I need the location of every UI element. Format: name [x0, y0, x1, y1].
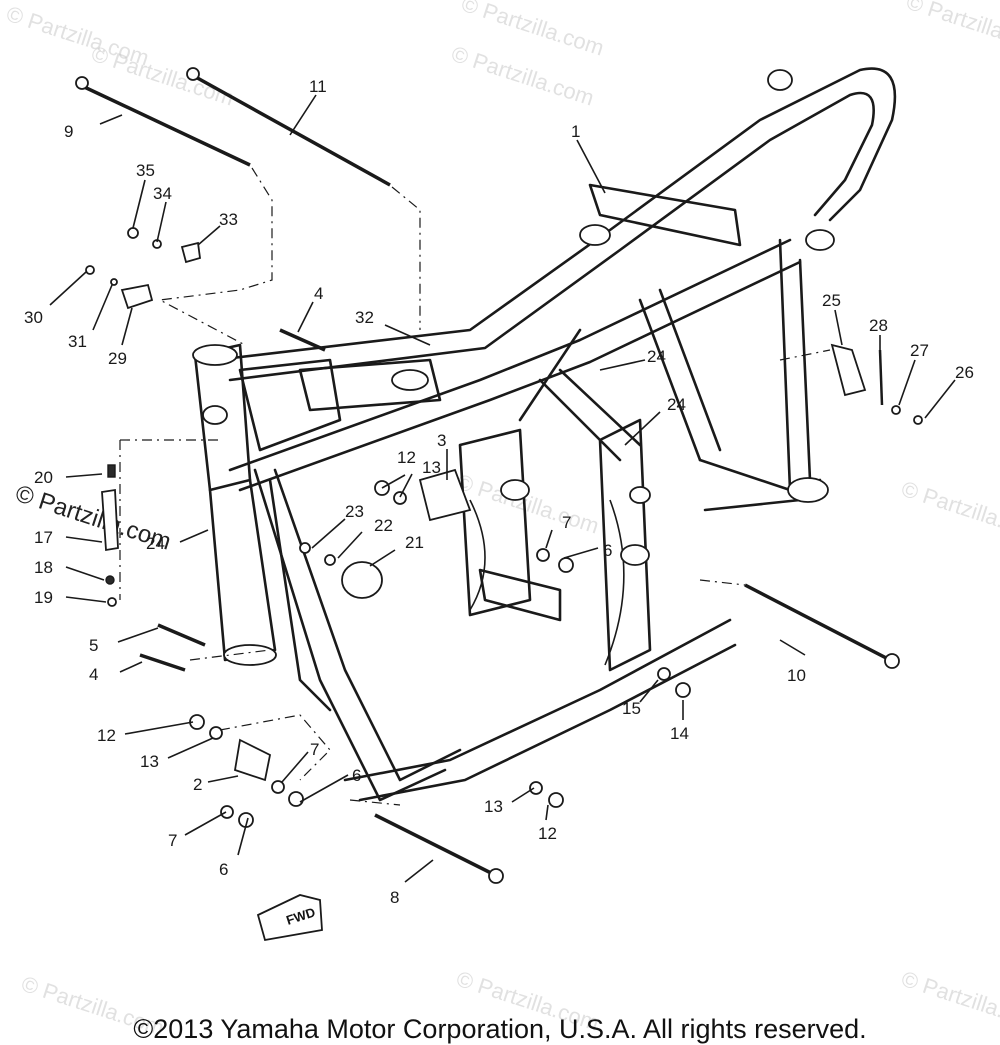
watermark: © Partzilla.com [898, 476, 1000, 546]
callout-label: 14 [670, 724, 689, 743]
callout-label: 11 [309, 77, 327, 96]
callout-label: 28 [869, 316, 888, 335]
callout-label: 5 [89, 636, 98, 655]
callout-label: 15 [622, 699, 641, 718]
callout-label: 7 [168, 831, 177, 850]
callout-label: 12 [538, 824, 557, 843]
watermark: © Partzilla.com [453, 469, 602, 539]
callout-label: 8 [390, 888, 399, 907]
callout-label: 10 [787, 666, 806, 685]
callout-label: 24 [146, 534, 165, 553]
callout-label: 4 [314, 284, 323, 303]
callout-label: 18 [34, 558, 53, 577]
callout-label: 19 [34, 588, 53, 607]
callout-label: 24 [647, 347, 666, 366]
callout-label: 12 [97, 726, 116, 745]
callout-label: 33 [219, 210, 238, 229]
callout-label: 2 [193, 775, 202, 794]
callout-label: 32 [355, 308, 374, 327]
callout-label: 9 [64, 122, 73, 141]
callout-label: 29 [108, 349, 127, 368]
callout-label: 20 [34, 468, 53, 487]
callout-label: 7 [310, 740, 319, 759]
callout-label: 6 [603, 541, 612, 560]
callout-label: 30 [24, 308, 43, 327]
callout-label: 21 [405, 533, 424, 552]
hardware-parts [75, 67, 923, 884]
callout-label: 22 [374, 516, 393, 535]
callout-label: 31 [68, 332, 87, 351]
watermark: © Partzilla.com [903, 0, 1000, 59]
assembly-lines [119, 167, 831, 806]
callout-label: 17 [34, 528, 53, 547]
copyright-notice: ©2013 Yamaha Motor Corporation, U.S.A. A… [133, 1014, 867, 1044]
callout-label: 3 [437, 431, 446, 450]
callout-label: 13 [422, 458, 441, 477]
callout-label: 26 [955, 363, 974, 382]
callout-label: 35 [136, 161, 155, 180]
callout-label: 25 [822, 291, 841, 310]
callout-label: 7 [562, 513, 571, 532]
callout-label: 1 [571, 122, 580, 141]
callout-label: 23 [345, 502, 364, 521]
callout-label: 6 [219, 860, 228, 879]
callout-label: 13 [484, 797, 503, 816]
callout-label: 6 [352, 766, 361, 785]
callout-label: 27 [910, 341, 929, 360]
callout-labels: 1 2 3 4 4 5 6 6 6 7 7 7 8 9 10 11 12 12 … [24, 77, 974, 907]
callout-label: 13 [140, 752, 159, 771]
motorcycle-frame: FWD [192, 67, 897, 942]
leader-lines [49, 94, 956, 883]
callout-label: 12 [397, 448, 416, 467]
callout-label: 4 [89, 665, 98, 684]
callout-label: 24 [667, 395, 686, 414]
callout-label: 34 [153, 184, 172, 203]
